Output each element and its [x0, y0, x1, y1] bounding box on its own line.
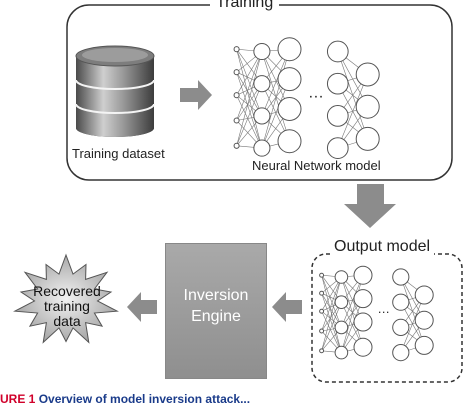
- nn-link: [321, 302, 342, 351]
- starburst-icon: [13, 253, 119, 344]
- nn-link: [321, 276, 342, 332]
- training-title: Training: [210, 0, 280, 12]
- nn-node: [355, 94, 380, 119]
- nn-node: [319, 272, 325, 278]
- nn-node: [277, 97, 302, 121]
- neural-network-model-label: Neural Network model: [252, 158, 381, 173]
- arrow-left-icon-2: [127, 292, 157, 322]
- figure-caption: URE 1 Overview of model inversion attack…: [0, 392, 250, 406]
- nn-node: [319, 328, 325, 334]
- nn-node: [319, 290, 325, 296]
- nn-node: [233, 69, 240, 76]
- nn-node: [319, 348, 325, 354]
- neural-network-training-icon: …: [233, 37, 380, 159]
- figure-caption-text: Overview of model inversion attack...: [38, 392, 251, 406]
- nn-node: [334, 295, 349, 310]
- neural-network-output-icon: …: [319, 265, 434, 362]
- arrow-down-icon: [344, 184, 396, 228]
- nn-node: [353, 289, 373, 309]
- nn-node: [326, 40, 349, 63]
- ellipsis-text: …: [377, 302, 390, 316]
- nn-node: [392, 344, 410, 362]
- nn-link: [341, 275, 364, 353]
- nn-node: [277, 67, 302, 92]
- arrow-right-icon: [180, 80, 212, 110]
- nn-node: [414, 335, 434, 355]
- nn-link: [261, 49, 290, 149]
- ellipsis-text: …: [308, 84, 324, 102]
- nn-node: [326, 105, 349, 127]
- nn-link: [236, 95, 263, 149]
- nn-node: [253, 139, 271, 157]
- inversion-engine-label: Inversion Engine: [183, 287, 249, 325]
- inversion-engine-box: Inversion Engine: [165, 243, 267, 379]
- figure-number: URE 1: [0, 392, 36, 406]
- nn-node: [326, 137, 349, 159]
- nn-link: [321, 275, 342, 328]
- nn-node: [334, 270, 349, 284]
- nn-node: [392, 293, 410, 311]
- nn-link: [321, 276, 342, 351]
- nn-node: [253, 42, 271, 61]
- nn-link: [261, 78, 290, 149]
- nn-node: [353, 265, 373, 285]
- nn-node: [253, 107, 271, 125]
- database-icon: [75, 45, 155, 137]
- nn-link: [236, 49, 263, 117]
- nn-node: [353, 312, 373, 332]
- nn-node: [233, 117, 240, 124]
- recovered-training-data-label: Recovered training data: [33, 283, 101, 329]
- nn-node: [334, 320, 349, 335]
- nn-node: [414, 285, 434, 305]
- nn-link: [337, 74, 368, 149]
- nn-node: [326, 72, 349, 95]
- nn-link: [261, 49, 290, 117]
- nn-node: [334, 345, 349, 360]
- nn-node: [353, 337, 373, 357]
- nn-link: [236, 51, 263, 146]
- nn-node: [277, 37, 302, 62]
- nn-node: [355, 62, 380, 87]
- output-model-box: [311, 253, 463, 383]
- nn-node: [277, 129, 302, 154]
- nn-node: [392, 268, 410, 286]
- nn-node: [233, 142, 240, 149]
- nn-node: [414, 310, 434, 330]
- nn-link: [236, 72, 263, 149]
- output-model-title: Output model: [330, 238, 435, 256]
- nn-link: [400, 294, 425, 353]
- nn-node: [392, 318, 410, 336]
- nn-node: [233, 92, 240, 99]
- nn-node: [233, 46, 240, 53]
- nn-node: [355, 126, 380, 151]
- nn-link: [236, 51, 263, 121]
- arrow-left-icon: [272, 292, 302, 322]
- nn-link: [341, 298, 364, 353]
- training-dataset-label: Training dataset: [72, 146, 165, 161]
- nn-link: [321, 293, 342, 353]
- nn-node: [253, 75, 271, 93]
- nn-link: [236, 83, 263, 146]
- nn-link: [321, 311, 342, 353]
- nn-node: [319, 308, 325, 314]
